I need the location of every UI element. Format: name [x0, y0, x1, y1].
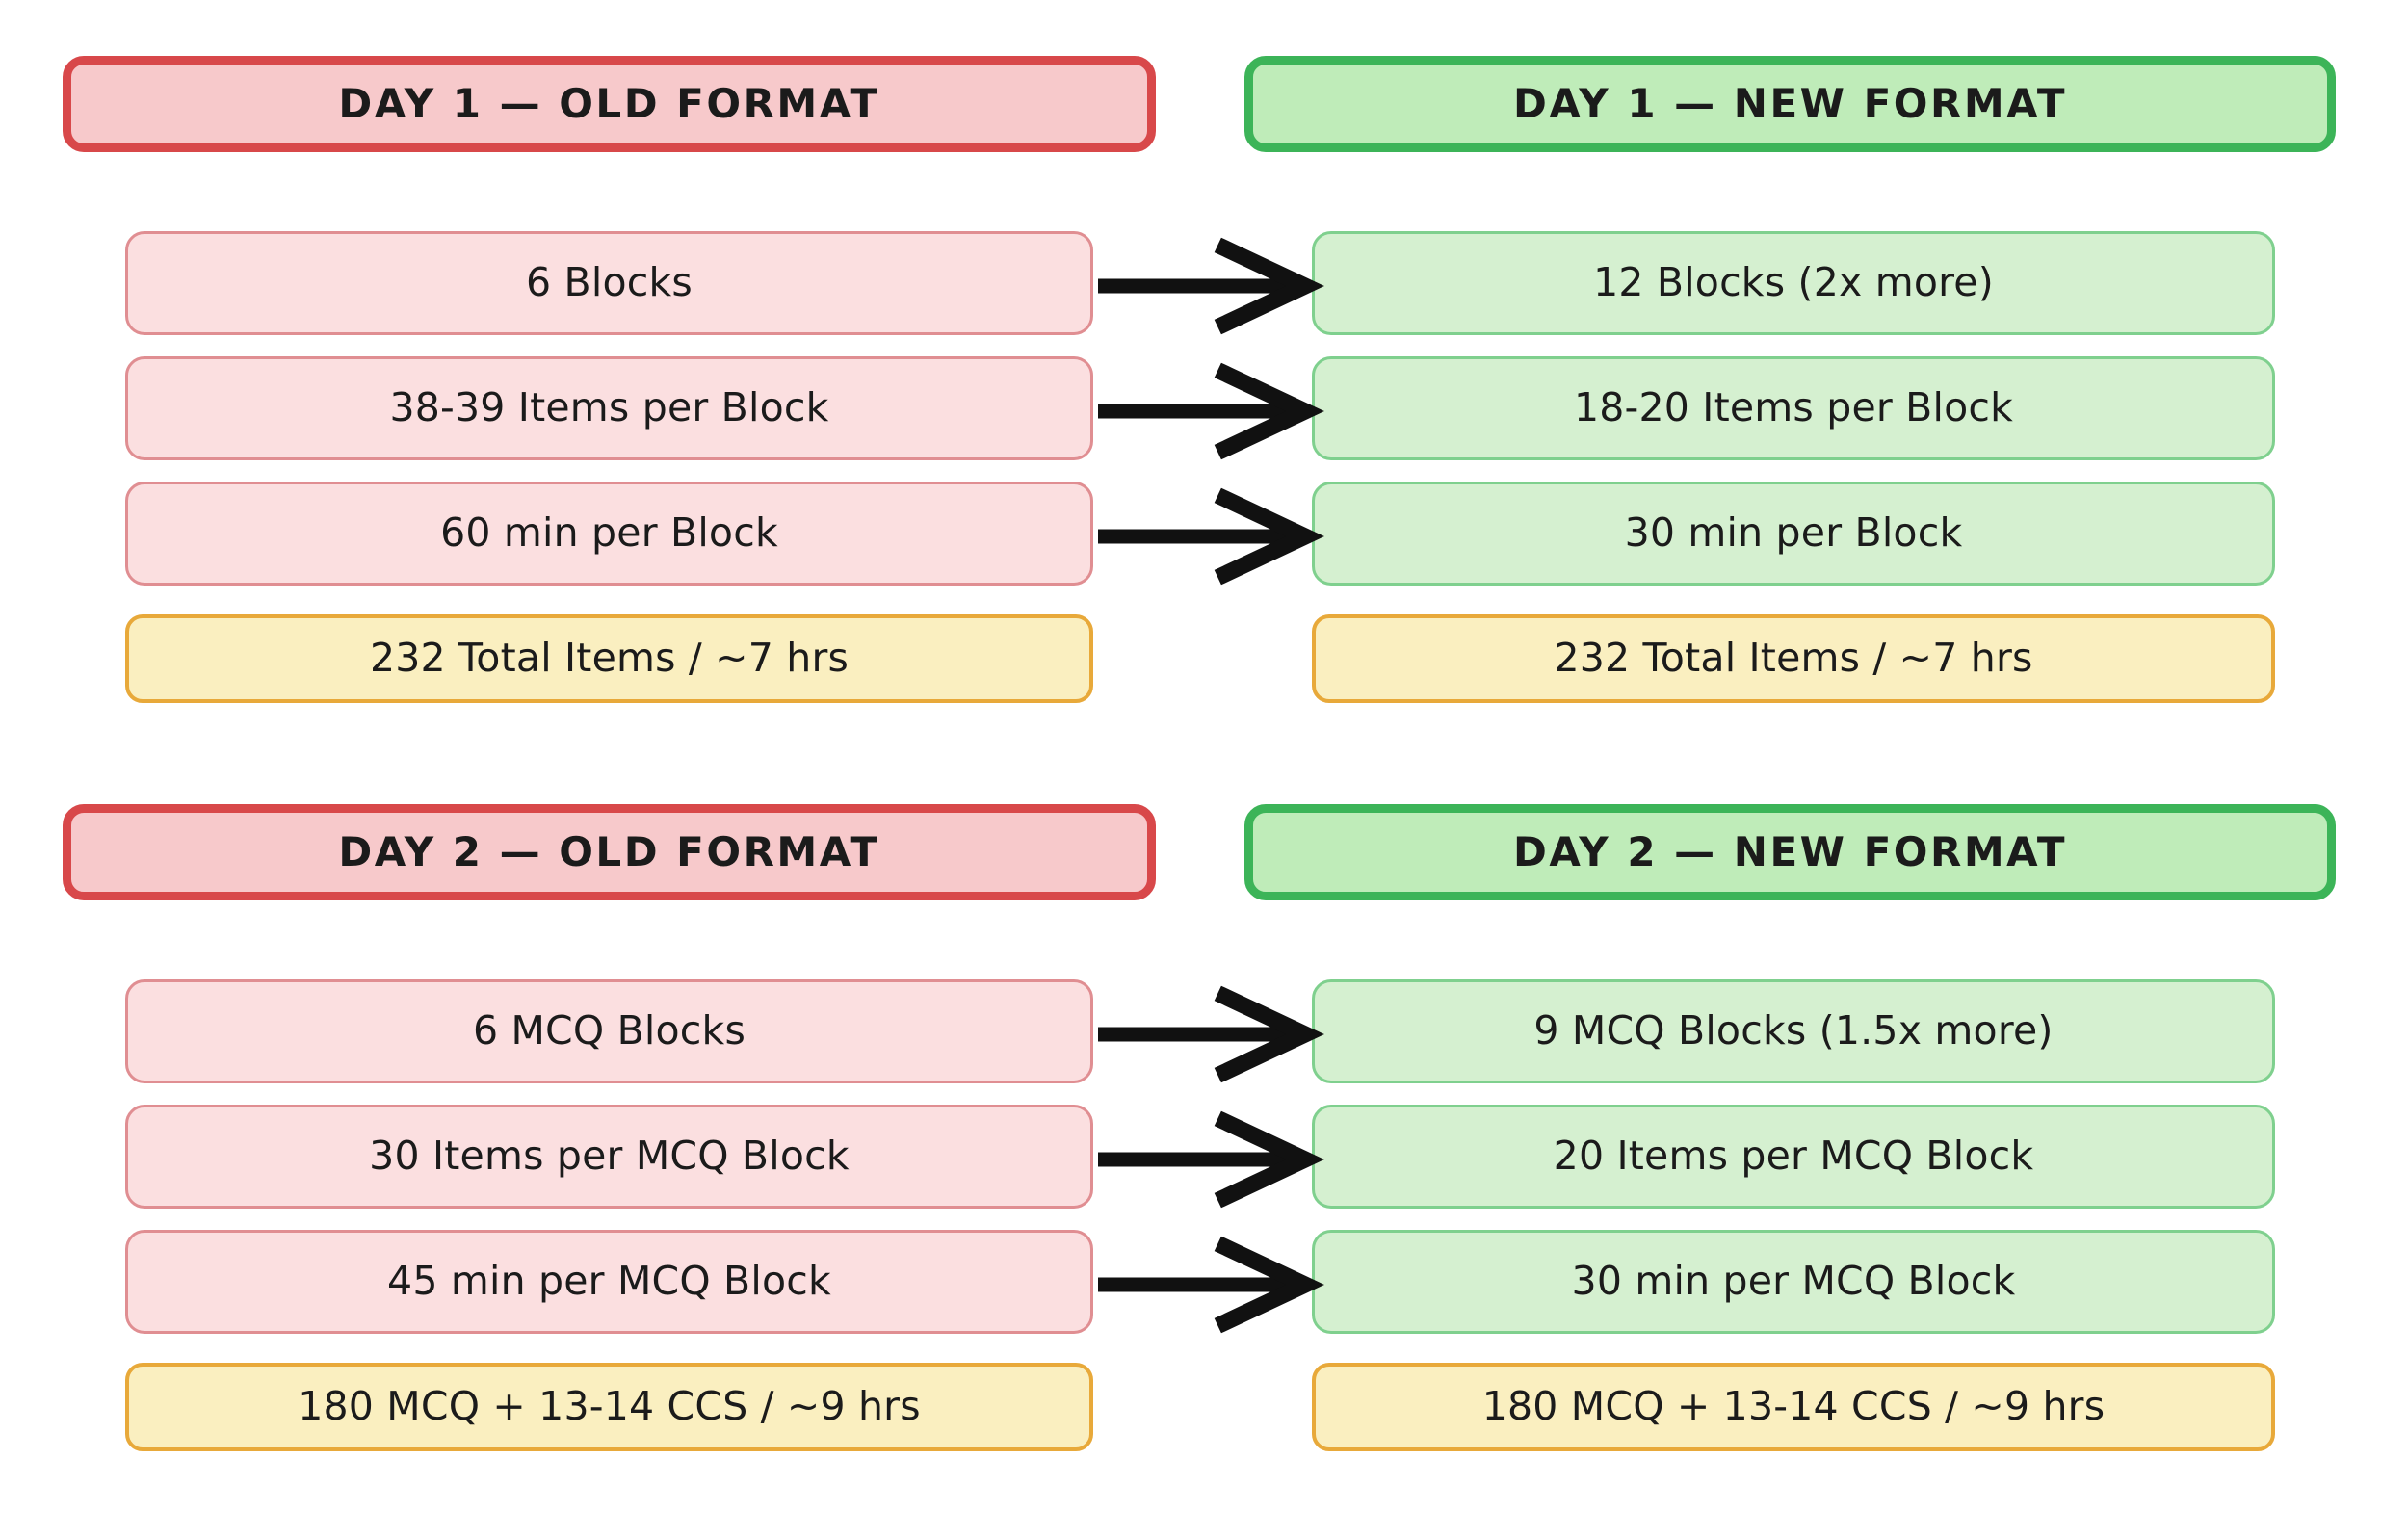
day1-old-item-3-label: 60 min per Block	[440, 509, 778, 557]
day2-old-item-1: 6 MCQ Blocks	[125, 979, 1093, 1083]
day2-old-total: 180 MCQ + 13-14 CCS / ~9 hrs	[125, 1363, 1093, 1451]
day1-old-item-3: 60 min per Block	[125, 482, 1093, 586]
day1-old-total: 232 Total Items / ~7 hrs	[125, 614, 1093, 703]
day2-new-header: DAY 2 — NEW FORMAT	[1244, 804, 2336, 900]
day2-old-item-2: 30 Items per MCQ Block	[125, 1105, 1093, 1209]
arrow-day2-row3	[1098, 1236, 1324, 1334]
day1-new-item-2-label: 18-20 Items per Block	[1573, 384, 2014, 431]
day1-old-item-2-label: 38-39 Items per Block	[389, 384, 829, 431]
day2-new-header-label: DAY 2 — NEW FORMAT	[1512, 827, 2068, 875]
day1-old-header: DAY 1 — OLD FORMAT	[63, 56, 1156, 152]
day1-old-total-label: 232 Total Items / ~7 hrs	[369, 635, 850, 682]
day1-new-item-1-label: 12 Blocks (2x more)	[1593, 259, 1994, 306]
arrow-day2-row1	[1098, 985, 1324, 1083]
day1-new-total-label: 232 Total Items / ~7 hrs	[1554, 635, 2033, 682]
day1-new-item-2: 18-20 Items per Block	[1312, 356, 2275, 460]
arrow-day1-row3	[1098, 487, 1324, 586]
day1-old-header-label: DAY 1 — OLD FORMAT	[338, 79, 880, 127]
day2-old-header-label: DAY 2 — OLD FORMAT	[338, 827, 880, 875]
day2-new-item-2: 20 Items per MCQ Block	[1312, 1105, 2275, 1209]
day2-new-total: 180 MCQ + 13-14 CCS / ~9 hrs	[1312, 1363, 2275, 1451]
day2-old-total-label: 180 MCQ + 13-14 CCS / ~9 hrs	[298, 1383, 921, 1430]
day2-new-item-3-label: 30 min per MCQ Block	[1571, 1258, 2016, 1305]
day1-old-item-1: 6 Blocks	[125, 231, 1093, 335]
day2-new-item-2-label: 20 Items per MCQ Block	[1553, 1133, 2034, 1180]
day1-new-item-3-label: 30 min per Block	[1624, 509, 1963, 557]
day2-new-item-3: 30 min per MCQ Block	[1312, 1230, 2275, 1334]
day1-new-total: 232 Total Items / ~7 hrs	[1312, 614, 2275, 703]
arrow-day1-row2	[1098, 362, 1324, 460]
day1-old-item-2: 38-39 Items per Block	[125, 356, 1093, 460]
day2-new-item-1-label: 9 MCQ Blocks (1.5x more)	[1533, 1007, 2054, 1055]
day2-new-total-label: 180 MCQ + 13-14 CCS / ~9 hrs	[1481, 1383, 2106, 1430]
day1-new-item-1: 12 Blocks (2x more)	[1312, 231, 2275, 335]
day1-new-header-label-real: DAY 1 — NEW FORMAT	[1512, 79, 2068, 127]
day2-old-item-2-label: 30 Items per MCQ Block	[369, 1133, 850, 1180]
arrow-day2-row2	[1098, 1110, 1324, 1209]
day1-new-header: DAY 1 — NEW FORMAT	[1244, 56, 2336, 152]
arrow-day1-row1	[1098, 237, 1324, 335]
day2-old-header: DAY 2 — OLD FORMAT	[63, 804, 1156, 900]
day2-new-item-1: 9 MCQ Blocks (1.5x more)	[1312, 979, 2275, 1083]
day2-old-item-3-label: 45 min per MCQ Block	[387, 1258, 831, 1305]
day1-old-item-1-label: 6 Blocks	[526, 259, 693, 306]
day1-new-item-3: 30 min per Block	[1312, 482, 2275, 586]
day2-old-item-3: 45 min per MCQ Block	[125, 1230, 1093, 1334]
day2-old-item-1-label: 6 MCQ Blocks	[472, 1007, 746, 1055]
